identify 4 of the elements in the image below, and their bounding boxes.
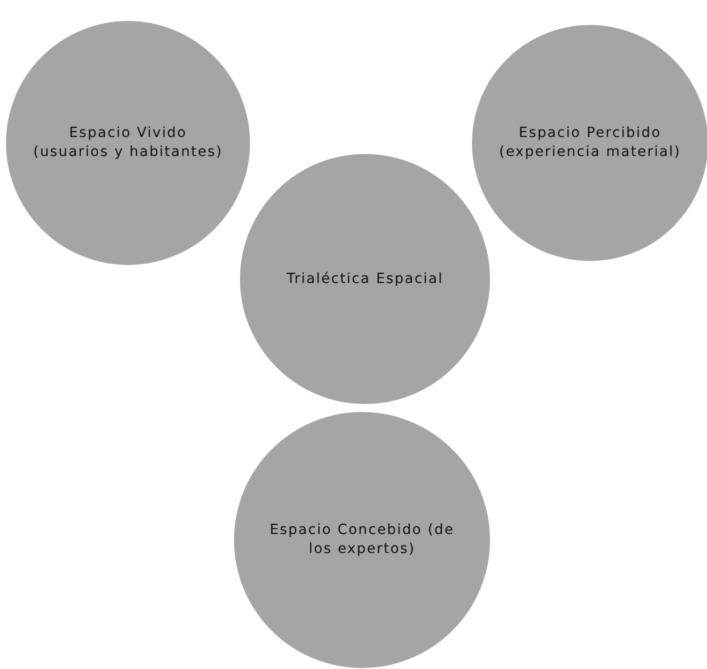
circle-label: Trialéctica Espacial — [286, 270, 444, 288]
circle-label: Espacio Percibido (experiencia material) — [498, 124, 682, 162]
circle-label: Espacio Vivido (usuarios y habitantes) — [33, 124, 223, 162]
circle-label: Espacio Concebido (de los expertos) — [268, 521, 456, 559]
